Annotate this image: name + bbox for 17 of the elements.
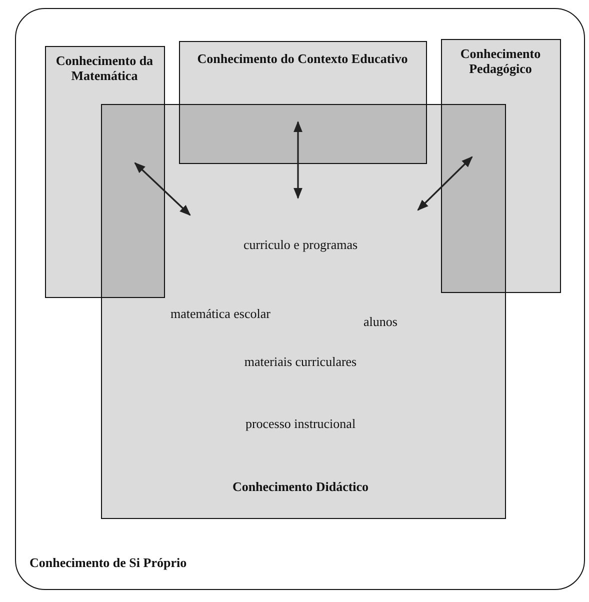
box-heading: Conhecimento da Matemática — [54, 52, 154, 82]
topic-label: curriculo e programas — [242, 236, 359, 252]
frame-box — [15, 8, 585, 590]
knowledge-box — [441, 39, 561, 293]
box-heading: Conhecimento de Si Próprio — [30, 554, 188, 570]
double-arrow — [294, 120, 302, 200]
knowledge-box — [101, 104, 506, 519]
topic-label: processo instrucional — [244, 416, 357, 430]
box-heading: Conhecimento Pedagógico — [459, 46, 542, 76]
box-heading: Conhecimento do Contexto Educativo — [196, 50, 409, 66]
double-arrow — [134, 162, 191, 216]
topic-label: matemática escolar — [170, 306, 272, 320]
box-heading: Conhecimento Didáctico — [231, 478, 370, 494]
knowledge-box — [45, 46, 165, 298]
double-arrow — [417, 156, 473, 211]
topic-label: alunos — [362, 314, 398, 328]
topic-label: materiais curriculares — [243, 354, 358, 368]
